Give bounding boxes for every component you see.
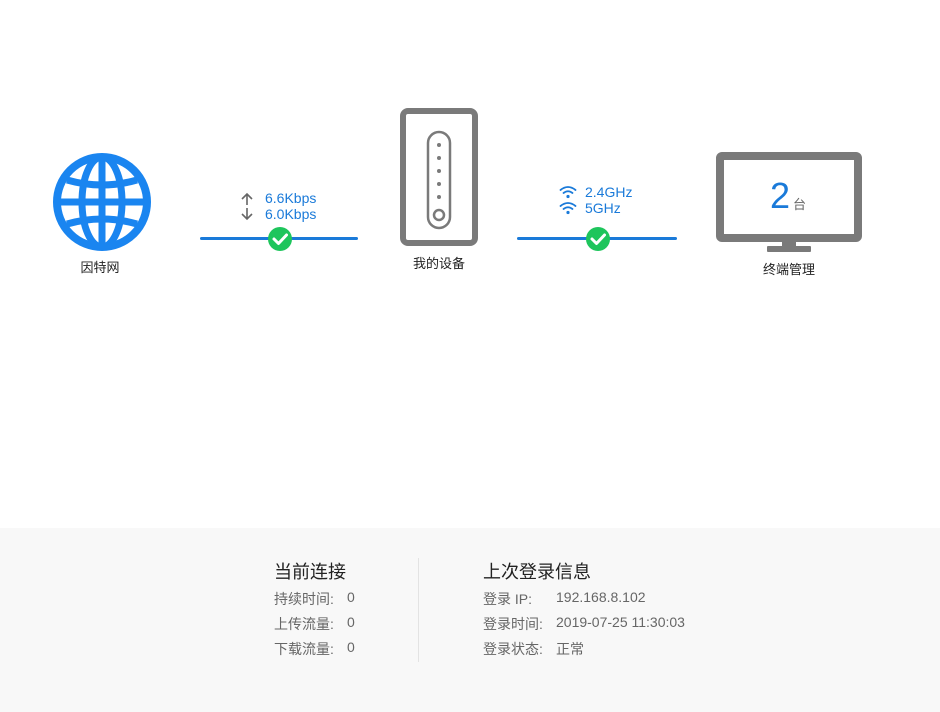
wifi-band-2g: 2.4GHz: [585, 184, 633, 200]
device-label: 我的设备: [412, 256, 465, 271]
info-label: 持续时间:: [274, 591, 334, 607]
upload-speed: 6.6Kbps: [265, 190, 317, 206]
router-icon: [400, 108, 478, 246]
wifi-icon: [559, 186, 577, 199]
info-value: 192.168.8.102: [556, 589, 646, 605]
section-divider: [418, 558, 419, 662]
info-label: 登录状态:: [483, 641, 543, 657]
wifi-icon: [559, 202, 577, 215]
internet-label: 因特网: [80, 260, 120, 275]
device-node[interactable]: 我的设备: [398, 106, 482, 271]
wifi-link: 2.4GHz 5GHz: [516, 182, 680, 256]
terminal-count: 2: [770, 175, 791, 216]
info-row: 登录状态: 正常: [483, 639, 584, 659]
wifi-band-5g: 5GHz: [585, 200, 621, 216]
terminal-unit: 台: [793, 197, 807, 212]
info-value: 正常: [556, 641, 584, 657]
terminal-label: 终端管理: [762, 262, 815, 277]
info-label: 下载流量:: [274, 641, 334, 657]
current-connection-title: 当前连接: [274, 562, 346, 582]
last-login-title: 上次登录信息: [483, 562, 591, 582]
wan-link: 6.6Kbps 6.0Kbps: [198, 186, 360, 256]
info-value: 2019-07-25 11:30:03: [556, 614, 685, 630]
info-row: 持续时间: 0: [274, 589, 355, 609]
terminal-node[interactable]: 2 台 终端管理: [714, 150, 864, 278]
info-row: 上传流量: 0: [274, 614, 355, 634]
info-panel: [0, 528, 940, 712]
wan-check-icon: [268, 227, 292, 251]
globe-icon: [53, 153, 151, 251]
info-label: 登录时间:: [483, 616, 543, 632]
download-arrow-icon: [241, 208, 253, 221]
monitor-icon: [716, 152, 862, 252]
upload-arrow-icon: [241, 192, 253, 205]
info-row: 登录时间: 2019-07-25 11:30:03: [483, 614, 685, 634]
info-label: 登录 IP:: [483, 591, 533, 607]
info-row: 下载流量: 0: [274, 639, 355, 659]
info-value: 0: [347, 589, 355, 605]
download-speed: 6.0Kbps: [265, 206, 317, 222]
info-row: 登录 IP: 192.168.8.102: [483, 589, 646, 609]
info-value: 0: [347, 639, 355, 655]
info-label: 上传流量:: [274, 616, 334, 632]
wifi-check-icon: [586, 227, 610, 251]
info-value: 0: [347, 614, 355, 630]
internet-node[interactable]: 因特网: [50, 150, 154, 280]
